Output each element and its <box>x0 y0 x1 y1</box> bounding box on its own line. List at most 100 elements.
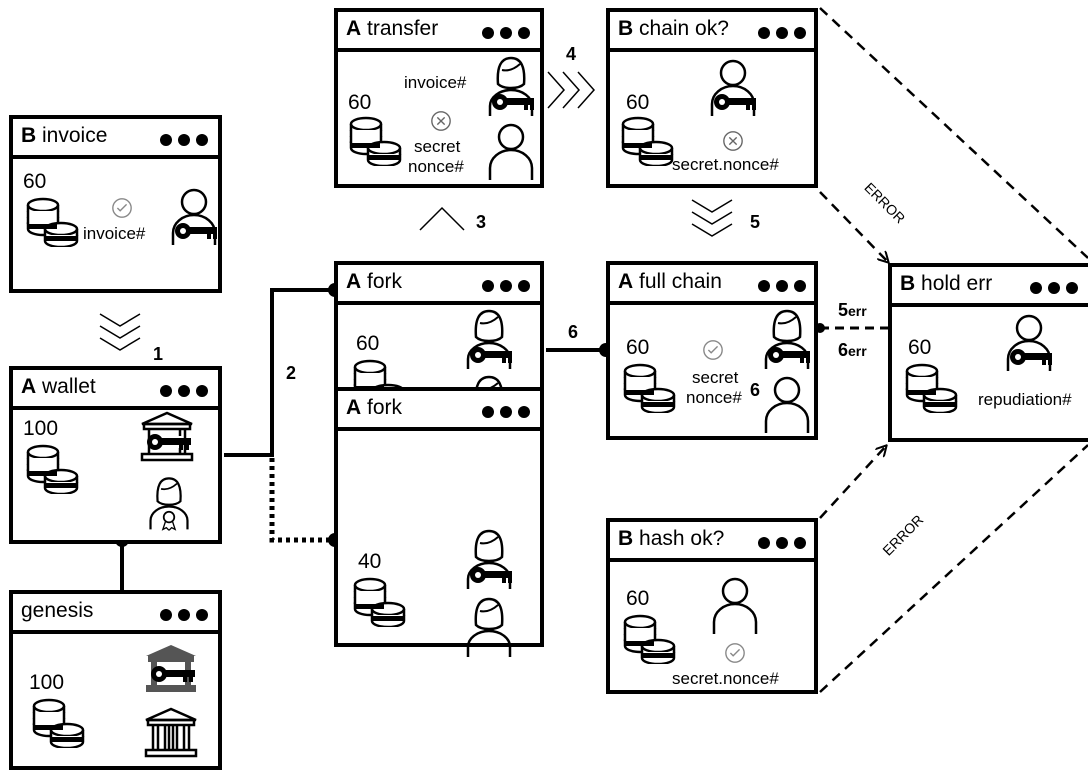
amount: 60 <box>356 332 380 355</box>
box-a-fork-2: A fork 40 <box>334 387 544 647</box>
box-b-hold-err: B hold err 60 repudiation# <box>888 263 1088 442</box>
box-title: genesis <box>21 599 94 622</box>
box-header: A wallet <box>13 370 218 410</box>
bank-key-icon <box>139 410 195 462</box>
menu-dots-icon[interactable] <box>482 280 530 292</box>
check-icon <box>111 197 133 219</box>
coin-stack-icon <box>622 614 678 664</box>
error-arrows <box>819 7 1088 693</box>
step4-chevrons <box>547 71 596 109</box>
check-icon <box>702 339 724 361</box>
step-1-label: 1 <box>153 344 164 364</box>
step5-chevrons <box>691 199 733 237</box>
person-key-icon <box>169 187 219 247</box>
step-6err-label: 6err <box>838 340 867 360</box>
invoice-label: invoice# <box>83 224 146 243</box>
amount: 60 <box>626 336 650 359</box>
bank-icon <box>143 706 199 758</box>
menu-dots-icon[interactable] <box>758 537 806 549</box>
box-header: A fork <box>338 391 540 431</box>
woman-key-icon <box>464 307 514 371</box>
step-4-label: 4 <box>566 44 577 64</box>
cross-icon <box>722 130 744 152</box>
woman-key-icon <box>762 307 812 371</box>
coin-stack-icon <box>25 197 81 247</box>
box-header: genesis <box>13 594 218 634</box>
menu-dots-icon[interactable] <box>482 27 530 39</box>
box-title: A wallet <box>21 375 96 398</box>
box-header: A fork <box>338 265 540 305</box>
box-b-chain-ok: B chain ok? 60 secret.nonce# <box>606 8 818 188</box>
box-title: A full chain <box>618 270 722 293</box>
box-genesis: genesis 100 <box>9 590 222 770</box>
person-key-icon <box>1004 313 1054 373</box>
box-title: B chain ok? <box>618 17 729 40</box>
invoice-label: invoice# <box>404 73 467 92</box>
amount: 60 <box>348 91 372 114</box>
step-6b-label: 6 <box>750 380 761 400</box>
box-header: A transfer <box>338 12 540 52</box>
amount: 60 <box>23 170 47 193</box>
step1-chevrons <box>99 313 141 351</box>
woman-award-icon <box>147 472 191 534</box>
nonce-label: nonce# <box>408 157 464 176</box>
woman-key-icon <box>464 527 514 591</box>
bank-gray-key-icon <box>143 642 199 694</box>
coin-stack-icon <box>622 363 678 413</box>
amount: 100 <box>23 417 59 440</box>
step-3-label: 3 <box>476 212 487 232</box>
box-a-wallet: A wallet 100 <box>9 366 222 544</box>
repudiation-label: repudiation# <box>978 390 1072 409</box>
person-icon <box>486 122 536 182</box>
wallet-to-fork-connector <box>224 288 333 457</box>
coin-stack-icon <box>25 444 81 494</box>
box-title: A fork <box>346 396 403 419</box>
amount: 60 <box>626 91 650 114</box>
menu-dots-icon[interactable] <box>758 280 806 292</box>
menu-dots-icon[interactable] <box>758 27 806 39</box>
person-icon <box>710 576 760 636</box>
menu-dots-icon[interactable] <box>482 406 530 418</box>
coin-stack-icon <box>352 577 408 627</box>
box-title: B hash ok? <box>618 527 725 550</box>
box-header: B hash ok? <box>610 522 814 562</box>
box-title: A fork <box>346 270 403 293</box>
menu-dots-icon[interactable] <box>160 385 208 397</box>
box-title: B hold err <box>900 272 993 295</box>
person-key-icon <box>708 58 758 118</box>
box-title: A transfer <box>346 17 439 40</box>
menu-dots-icon[interactable] <box>160 609 208 621</box>
amount: 100 <box>29 671 65 694</box>
check-icon <box>724 642 746 664</box>
box-b-hash-ok: B hash ok? 60 secret.nonce# <box>606 518 818 694</box>
box-header: B chain ok? <box>610 12 814 52</box>
secret-nonce-label: secret.nonce# <box>672 669 779 688</box>
woman-key-icon <box>486 54 536 118</box>
box-header: B invoice <box>13 119 218 159</box>
coin-stack-icon <box>31 698 87 748</box>
secret-nonce-label: secret.nonce# <box>672 155 779 174</box>
box-header: B hold err <box>892 267 1088 307</box>
box-header: A full chain <box>610 265 814 305</box>
secret-label: secret <box>414 137 461 156</box>
amount: 60 <box>908 336 932 359</box>
amount: 40 <box>358 550 382 573</box>
box-a-transfer: A transfer 60 invoice# secret nonce# <box>334 8 544 188</box>
menu-dots-icon[interactable] <box>1030 282 1078 294</box>
step-5err-label: 5err <box>838 300 867 320</box>
coin-stack-icon <box>620 116 676 166</box>
nonce-label: nonce# <box>686 388 742 407</box>
step3-chevron <box>419 206 465 231</box>
box-a-full-chain: A full chain 60 secret nonce# <box>606 261 818 440</box>
coin-stack-icon <box>904 363 960 413</box>
secret-label: secret <box>692 368 739 387</box>
step-2-label: 2 <box>286 363 297 383</box>
step-6-label: 6 <box>568 322 579 342</box>
box-title: B invoice <box>21 124 108 147</box>
amount: 60 <box>626 587 650 610</box>
step-5-label: 5 <box>750 212 761 232</box>
woman-icon <box>464 595 514 659</box>
cross-icon <box>430 110 452 132</box>
box-b-invoice: B invoice 60 invoice# <box>9 115 222 293</box>
menu-dots-icon[interactable] <box>160 134 208 146</box>
